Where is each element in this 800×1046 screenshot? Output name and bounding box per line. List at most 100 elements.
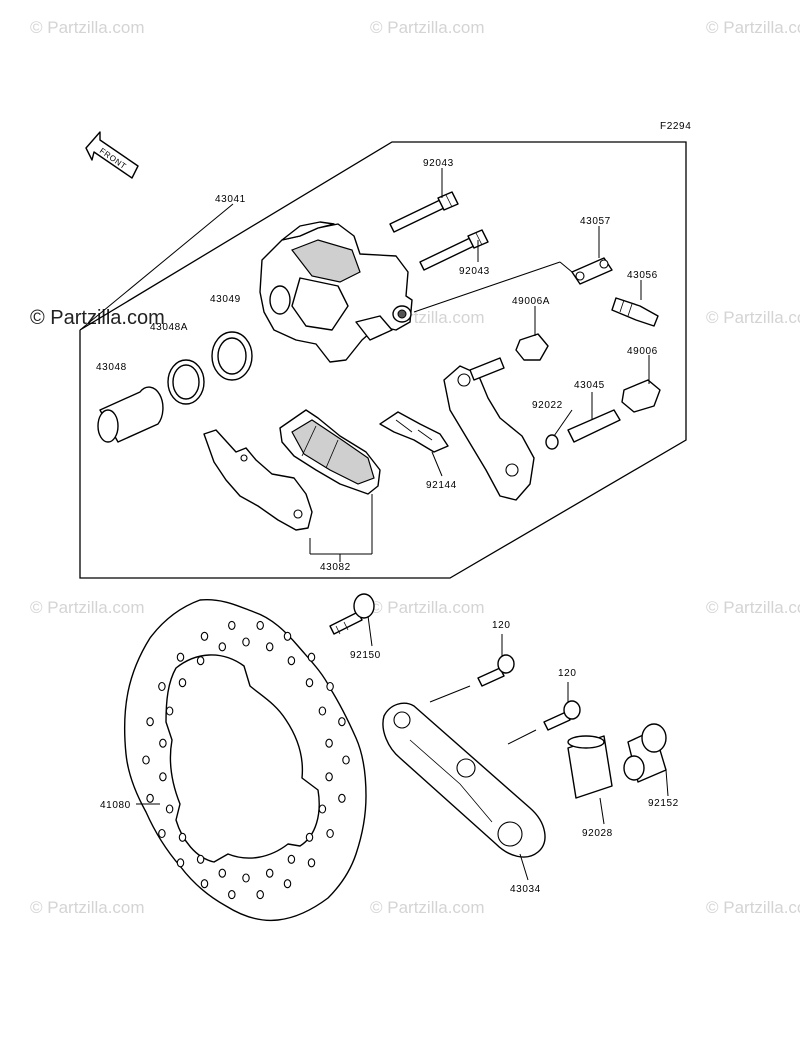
caliper-bracket: [443, 357, 535, 501]
label-43041: 43041: [215, 194, 246, 205]
disc-hole: [305, 832, 314, 842]
disc-hole: [265, 642, 274, 652]
disc-hole: [307, 652, 316, 662]
watermark: © Partzilla.com: [706, 18, 800, 37]
disc-hole: [342, 755, 350, 765]
watermark: © Partzilla.com: [30, 898, 145, 917]
watermark-large: © Partzilla.com: [30, 307, 165, 329]
disc-hole: [200, 879, 209, 889]
label-92150: 92150: [350, 650, 381, 661]
label-43048: 43048: [96, 362, 127, 373]
bleeder-valve-43056: [611, 297, 659, 327]
boot-49006: [621, 379, 661, 413]
label-43056: 43056: [627, 270, 658, 281]
disc-hole: [228, 890, 236, 900]
disc-hole: [283, 879, 292, 889]
brake-disc-41080: [123, 598, 367, 922]
disc-hole: [165, 804, 174, 814]
disc-hole: [176, 858, 185, 868]
watermark: © Partzilla.com: [370, 18, 485, 37]
disc-hole: [176, 652, 185, 662]
oring-92022: [545, 434, 559, 450]
caliper-bolt-lower: [419, 229, 489, 271]
disc-hole: [283, 631, 292, 641]
label-41080: 41080: [100, 800, 131, 811]
disc-hole: [165, 706, 174, 716]
bleed-cap-43057: [571, 257, 613, 285]
label-43045: 43045: [574, 380, 605, 391]
watermark: © Partzilla.com: [30, 598, 145, 617]
label-43048a: 43048A: [150, 322, 188, 333]
label-120: 120: [492, 620, 511, 631]
disc-hole: [256, 620, 264, 630]
disc-bolt-92150: [329, 593, 375, 647]
brake-pad-inner: [279, 409, 381, 495]
disc-hole: [287, 656, 296, 666]
label-92022: 92022: [532, 400, 563, 411]
disc-hole: [326, 681, 334, 692]
dust-seal-43048a: [167, 359, 205, 405]
disc-hole: [338, 793, 346, 803]
disc-hole: [242, 873, 250, 883]
disc-hole: [325, 738, 333, 748]
screw-120-a: [429, 634, 515, 703]
figure-code: F2294: [660, 121, 691, 132]
disc-hole: [242, 637, 250, 647]
slide-pin-43045: [567, 409, 621, 443]
disc-hole: [228, 620, 236, 630]
label-92043: 92043: [459, 266, 490, 277]
collar-92028: [567, 735, 613, 825]
disc-hole: [338, 717, 346, 727]
disc-hole: [265, 868, 274, 878]
label-92028: 92028: [582, 828, 613, 839]
label-120: 120: [558, 668, 577, 679]
caliper-body: [259, 221, 413, 363]
disc-hole: [178, 678, 187, 688]
label-43034: 43034: [510, 884, 541, 895]
caliper-assembly-frame: [79, 141, 687, 579]
caliper-mount-bracket-43034: [382, 702, 546, 881]
part-labels: 43041 92043 92043 43057 43056 49006A 490…: [96, 158, 679, 895]
disc-hole: [158, 828, 166, 839]
watermark: © Partzilla.com: [370, 898, 485, 917]
disc-hole: [307, 858, 316, 868]
disc-hole: [326, 828, 334, 839]
watermark: © Partzilla.com: [706, 898, 800, 917]
leader-lines: [79, 168, 650, 562]
disc-hole: [287, 854, 296, 864]
brake-pad-outer: [203, 429, 313, 531]
disc-hole: [196, 854, 205, 864]
piston-43048: [97, 386, 164, 443]
label-43057: 43057: [580, 216, 611, 227]
label-43049: 43049: [210, 294, 241, 305]
disc-hole: [196, 656, 205, 666]
label-43082: 43082: [320, 562, 351, 573]
disc-hole: [218, 642, 227, 652]
collar-92152: [623, 723, 669, 797]
front-arrow-icon: FRONT: [85, 131, 139, 179]
disc-hole: [318, 804, 327, 814]
watermark: © Partzilla.com: [370, 598, 485, 617]
pad-spring-92144: [379, 411, 449, 453]
label-92152: 92152: [648, 798, 679, 809]
piston-seal-43049: [211, 331, 253, 381]
disc-hole: [218, 868, 227, 878]
label-92043: 92043: [423, 158, 454, 169]
disc-hole: [318, 706, 327, 716]
disc-hole: [158, 681, 166, 692]
screw-120-b: [507, 682, 581, 745]
disc-holes: [142, 620, 350, 900]
boot-49006a: [515, 333, 549, 361]
disc-hole: [256, 890, 264, 900]
disc-hole: [146, 793, 154, 803]
disc-hole: [325, 772, 333, 782]
disc-hole: [146, 717, 154, 727]
disc-hole: [159, 772, 167, 782]
disc-hole: [305, 678, 314, 688]
watermark: © Partzilla.com: [30, 18, 145, 37]
disc-hole: [142, 755, 150, 765]
label-49006a: 49006A: [512, 296, 550, 307]
disc-hole: [200, 631, 209, 641]
watermark: © Partzilla.com: [706, 308, 800, 327]
